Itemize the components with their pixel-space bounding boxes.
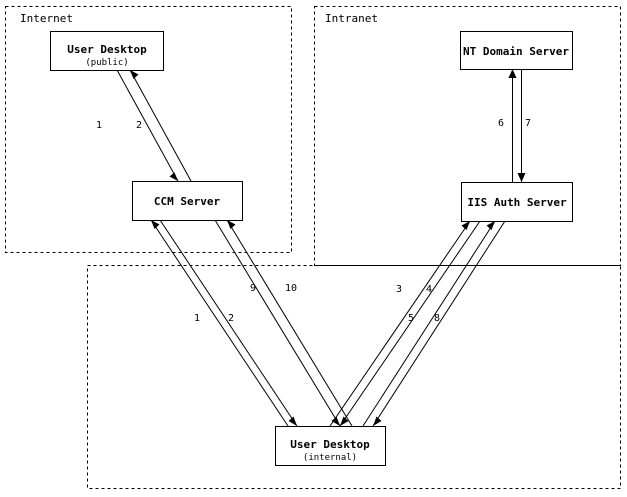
node-user-desktop-internal-title: User Desktop: [290, 438, 370, 451]
flow-label-step-9: 9: [250, 283, 256, 294]
zone-intranet-label: Intranet: [325, 12, 378, 25]
arrow-head-step-1-internal: [151, 220, 160, 229]
edge-line-step-5: [362, 220, 496, 427]
arrow-head-step-2-internal: [288, 416, 297, 426]
arrow-head-step-4: [340, 416, 349, 426]
flow-label-step-1-internal: 1: [194, 313, 200, 324]
edge-line-step-1-internal: [150, 219, 289, 427]
arrow-head-step-2-public: [130, 70, 139, 79]
zone-intranet: Intranet: [314, 6, 621, 266]
flow-label-step-8: 8: [434, 313, 440, 324]
edge-ccm-internal-desktop-1-2: 1 2: [150, 219, 298, 427]
node-nt-domain-server-box[interactable]: [460, 31, 573, 70]
edge-iis-nt-domain: 6 7: [498, 69, 531, 182]
flow-label-step-3: 3: [396, 284, 402, 295]
node-iis-auth-server[interactable]: IIS Auth Server: [461, 182, 573, 222]
edge-line-step-2-internal: [159, 219, 298, 427]
arrow-head-step-3: [461, 221, 470, 230]
arrow-head-step-7: [517, 173, 526, 182]
node-ccm-server[interactable]: CCM Server: [132, 181, 243, 221]
flow-label-step-5: 5: [408, 313, 414, 324]
node-user-desktop-internal-box[interactable]: [275, 426, 386, 466]
arrow-head-step-10: [227, 220, 236, 229]
edge-public-desktop-ccm: 1 2: [96, 69, 192, 182]
zone-intranet-border: [314, 6, 621, 266]
arrow-head-step-9: [331, 416, 340, 426]
edge-line-step-3: [329, 220, 471, 427]
flow-label-step-10: 10: [285, 283, 297, 294]
edge-line-step-9: [214, 219, 341, 427]
node-user-desktop-internal-subtitle: (internal): [303, 453, 357, 463]
flow-label-step-7: 7: [525, 118, 531, 129]
arrow-head-step-1-public: [169, 172, 178, 181]
node-nt-domain-server-title: NT Domain Server: [463, 45, 569, 58]
node-user-desktop-public-box[interactable]: [50, 31, 164, 71]
node-user-desktop-public[interactable]: User Desktop (public): [50, 31, 164, 71]
arrow-head-step-6: [508, 69, 517, 78]
zone-internal-border: [87, 265, 621, 489]
arrow-head-step-5: [486, 221, 495, 230]
edge-line-step-2-public: [129, 69, 192, 182]
node-iis-auth-server-box[interactable]: [461, 182, 573, 222]
flow-label-step-2-public: 2: [136, 120, 142, 131]
edge-line-step-1-public: [116, 69, 179, 182]
node-user-desktop-public-subtitle: (public): [85, 58, 128, 68]
node-nt-domain-server[interactable]: NT Domain Server: [460, 31, 573, 70]
flow-label-step-4: 4: [426, 284, 432, 295]
edge-line-step-4: [339, 220, 481, 427]
node-ccm-server-title: CCM Server: [154, 195, 221, 208]
edge-line-step-10: [226, 219, 353, 427]
edge-line-step-8: [372, 220, 506, 427]
edge-iis-internal-desktop-5-8: 5 8: [362, 220, 506, 427]
arrow-head-step-8: [373, 416, 382, 426]
node-iis-auth-server-title: IIS Auth Server: [467, 196, 567, 209]
zone-internet-label: Internet: [20, 12, 73, 25]
flow-label-step-1-public: 1: [96, 120, 102, 131]
node-ccm-server-box[interactable]: [132, 181, 243, 221]
zone-internet-border: [5, 6, 292, 253]
zone-internet: Internet: [5, 6, 292, 253]
flow-label-step-6: 6: [498, 118, 504, 129]
edge-ccm-internal-desktop-9-10: 9 10: [214, 219, 353, 427]
node-user-desktop-public-title: User Desktop: [67, 43, 147, 56]
node-user-desktop-internal[interactable]: User Desktop (internal): [275, 426, 386, 466]
flow-label-step-2-internal: 2: [228, 313, 234, 324]
zone-internal: [87, 265, 621, 489]
edge-iis-internal-desktop-3-4: 3 4: [329, 220, 481, 427]
